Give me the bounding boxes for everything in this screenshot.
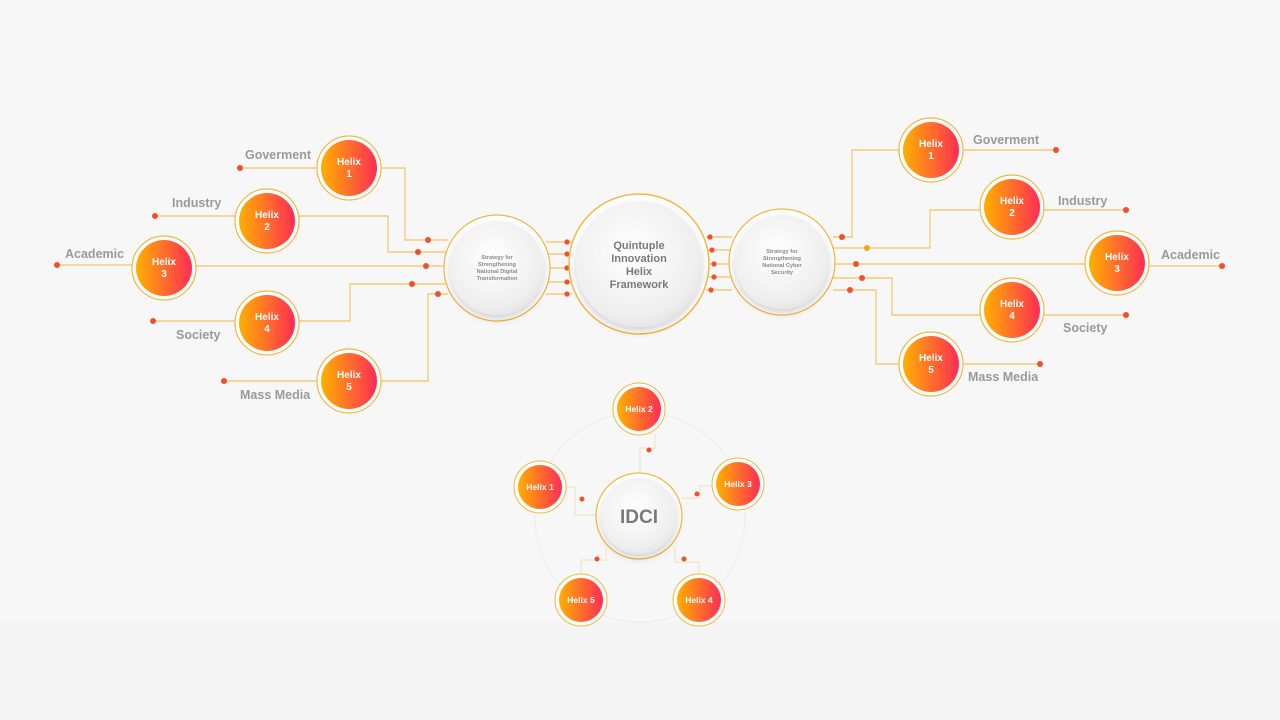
left-strategy-line-3: National Digital <box>477 269 518 275</box>
right-helix-3-label: Academic <box>1161 248 1220 262</box>
left-helix-3-label: Academic <box>65 247 124 261</box>
helix-node: Helix 4 <box>979 277 1045 343</box>
idci-helix-label: Helix 4 <box>685 595 713 605</box>
center-line-1: Quintuple <box>613 240 664 252</box>
idci-helix-node: Helix 4 <box>672 573 726 627</box>
idci-cluster: IDCI Helix 2 Helix 1 Helix 3 Helix 5 Hel… <box>513 382 765 627</box>
helix-node: Helix 3 <box>131 235 197 301</box>
helix-word: Helix <box>1105 252 1129 263</box>
left-helix-4-label: Society <box>176 328 221 342</box>
helix-number: 4 <box>264 324 270 335</box>
right-strategy-line-4: Security <box>771 270 794 276</box>
center-line-4: Framework <box>610 279 670 291</box>
idci-helix-node: Helix 5 <box>554 573 608 627</box>
helix-word: Helix <box>337 370 361 381</box>
helix-node: Helix 1 <box>898 117 964 183</box>
helix-node: Helix 2 <box>234 188 300 254</box>
helix-word: Helix <box>1000 196 1024 207</box>
center-framework-circle: Quintuple Innovation Helix Framework <box>568 193 710 335</box>
helix-node: Helix 5 <box>898 331 964 397</box>
idci-helix-label: Helix 3 <box>724 479 752 489</box>
helix-number: 3 <box>1114 264 1120 275</box>
helix-number: 1 <box>346 169 352 180</box>
left-strategy-line-2: Strengthening <box>478 262 516 268</box>
right-helix-1-label: Goverment <box>973 133 1040 147</box>
helix-word: Helix <box>1000 299 1024 310</box>
helix-word: Helix <box>255 210 279 221</box>
helix-number: 1 <box>928 151 934 162</box>
idci-title: IDCI <box>620 507 658 528</box>
helix-number: 5 <box>928 365 934 376</box>
helix-word: Helix <box>919 139 943 150</box>
helix-node: Helix 1 <box>316 135 382 201</box>
left-helix-2-label: Industry <box>172 196 221 210</box>
center-line-3: Helix <box>626 266 653 278</box>
idci-helix-node: Helix 3 <box>711 457 765 511</box>
right-helix-5-label: Mass Media <box>968 370 1039 384</box>
helix-node: Helix 4 <box>234 290 300 356</box>
right-helix-4-label: Society <box>1063 321 1108 335</box>
right-dots <box>707 147 1225 367</box>
helix-node: Helix 3 <box>1084 230 1150 296</box>
bottom-band <box>0 622 1280 720</box>
left-helix-1-label: Goverment <box>245 148 312 162</box>
center-line-2: Innovation <box>611 253 667 265</box>
helix-number: 4 <box>1009 311 1015 322</box>
helix-number: 2 <box>1009 208 1015 219</box>
left-strategy-line-1: Strategy for <box>481 255 513 261</box>
helix-word: Helix <box>152 257 176 268</box>
helix-number: 3 <box>161 269 167 280</box>
right-strategy-line-3: National Cyber <box>762 263 802 269</box>
helix-word: Helix <box>337 157 361 168</box>
idci-helix-label: Helix 5 <box>567 595 595 605</box>
idci-helix-label: Helix 1 <box>526 482 554 492</box>
left-dots <box>54 165 570 384</box>
helix-word: Helix <box>255 312 279 323</box>
idci-helix-node: Helix 1 <box>513 460 567 514</box>
idci-helix-node: Helix 2 <box>612 382 666 436</box>
right-strategy-line-1: Strategy for <box>766 249 798 255</box>
right-helix-2-label: Industry <box>1058 194 1107 208</box>
helix-node: Helix 2 <box>979 174 1045 240</box>
left-helix-5-label: Mass Media <box>240 388 311 402</box>
right-strategy-line-2: Strengthening <box>763 256 801 262</box>
right-strategy-circle: Strategy for Strengthening National Cybe… <box>728 208 836 316</box>
helix-number: 2 <box>264 222 270 233</box>
left-strategy-circle: Strategy for Strengthening National Digi… <box>443 214 551 322</box>
helix-number: 5 <box>346 382 352 393</box>
left-strategy-line-4: Transformation <box>477 276 518 282</box>
idci-helix-label: Helix 2 <box>625 404 653 414</box>
helix-node: Helix 5 <box>316 348 382 414</box>
helix-word: Helix <box>919 353 943 364</box>
